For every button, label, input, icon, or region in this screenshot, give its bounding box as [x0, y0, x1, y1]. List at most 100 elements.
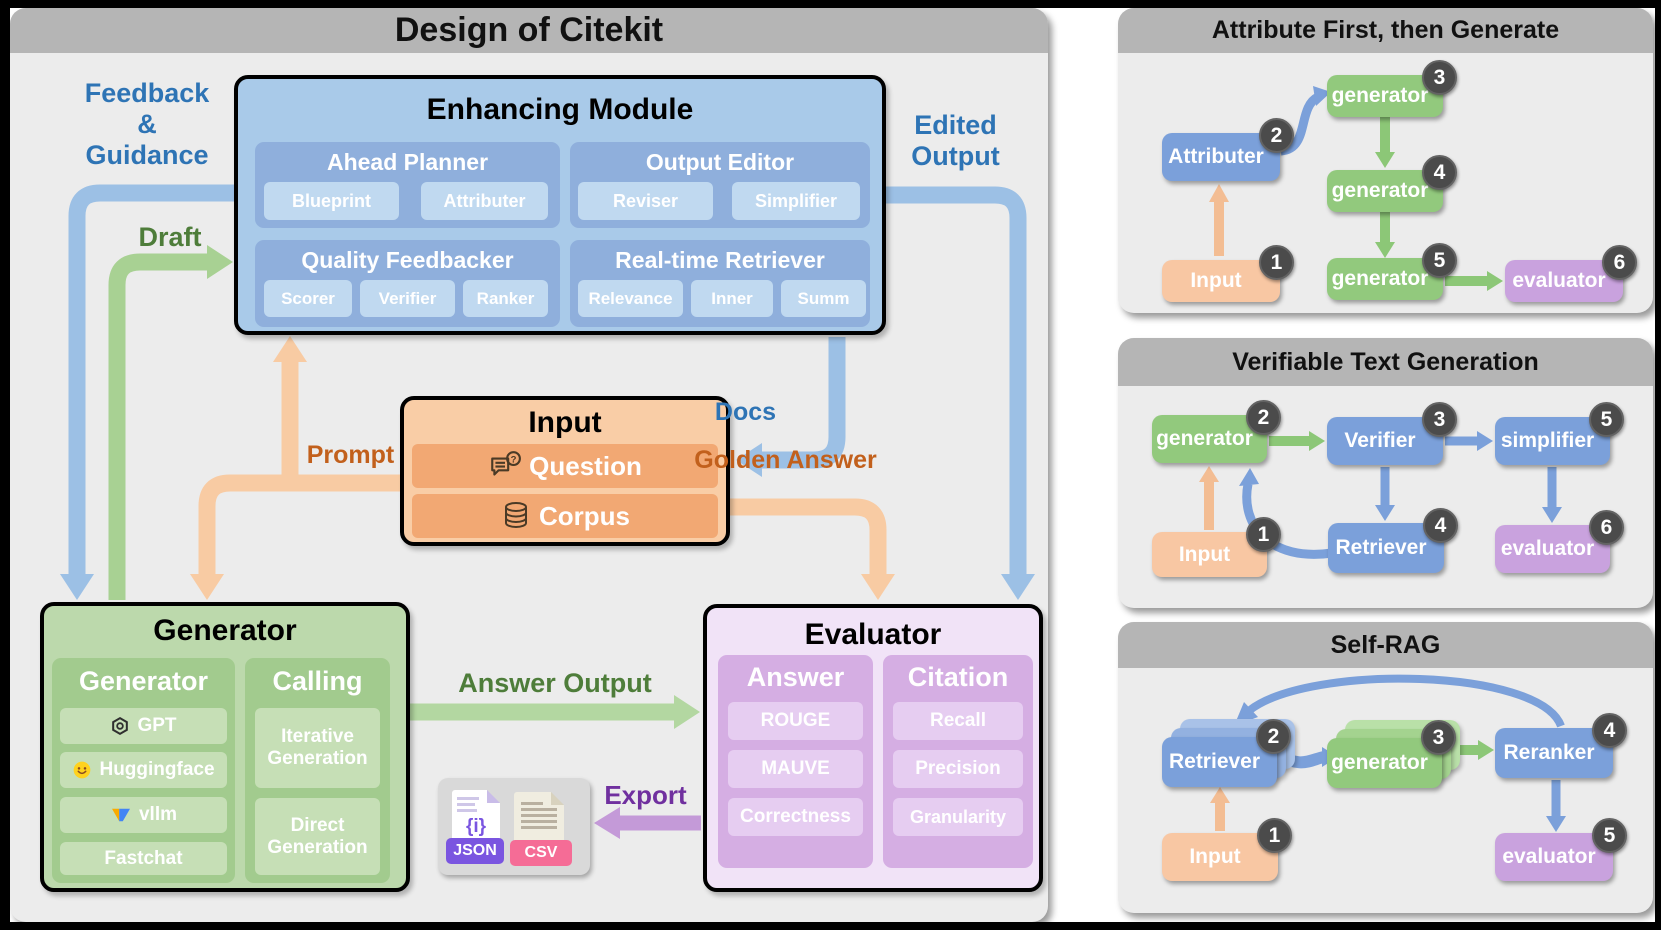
chip-inner: Inner [691, 280, 773, 317]
p2-node-retriever: Retriever 4 [1328, 508, 1458, 573]
golden-answer-label: Golden Answer [694, 446, 877, 474]
p1-node-evaluator: evaluator 6 [1505, 245, 1637, 302]
question-icon: ? [488, 449, 522, 483]
input-row-corpus: Corpus [412, 494, 718, 538]
csv-label: CSV [510, 840, 572, 866]
item-fastchat-label: Fastchat [104, 847, 183, 869]
p2-node-generator: generator 2 [1152, 400, 1281, 463]
item-direct-generation: Direct Generation [255, 798, 380, 875]
export-files-card: {i} JSON CSV [438, 778, 590, 875]
p3-badge-3: 3 [1421, 720, 1456, 755]
answer-output-label: Answer Output [458, 668, 652, 698]
p3-node-retriever: Retriever 2 [1162, 719, 1291, 787]
item-gpt: GPT [60, 708, 227, 744]
docs-label: Docs [714, 398, 777, 426]
svg-text:?: ? [511, 454, 517, 465]
p1-badge-5: 5 [1422, 243, 1457, 278]
pipeline1-header: Attribute First, then Generate [1118, 8, 1653, 53]
frame-right [1655, 0, 1661, 930]
p3-badge-2: 2 [1256, 719, 1291, 754]
generator-title: Generator [153, 614, 297, 647]
edited-output-label: Edited Output [911, 110, 1000, 172]
input-row-question-label: Question [529, 450, 642, 481]
p2-badge-4: 4 [1423, 508, 1458, 543]
p2-badge-6: 6 [1589, 510, 1624, 545]
chip-blueprint: Blueprint [264, 182, 399, 220]
p3-node-input: Input 1 [1162, 818, 1292, 881]
quality-feedbacker-title: Quality Feedbacker [301, 247, 514, 273]
p3-node-generator: generator 3 [1327, 720, 1456, 788]
prompt-label: Prompt [306, 441, 395, 469]
ahead-planner-title: Ahead Planner [326, 149, 489, 175]
citation-metrics-title: Citation [907, 662, 1009, 692]
p2-node-input: Input 1 [1152, 517, 1281, 577]
chip-simplifier: Simplifier [732, 182, 860, 220]
p1-node-input: Input 1 [1162, 245, 1294, 302]
evaluator-title: Evaluator [804, 618, 942, 651]
p1-node-attributer: Attributer 2 [1162, 118, 1294, 181]
export-label: Export [604, 780, 687, 810]
huggingface-icon [72, 760, 92, 780]
input-row-question: ? Question [412, 444, 718, 488]
p1-node-generator-3: generator 3 [1327, 60, 1457, 117]
p3-node-reranker: Reranker 4 [1495, 713, 1627, 778]
p1-badge-4: 4 [1422, 155, 1457, 190]
json-glyph: {i} [465, 816, 487, 837]
enhancing-module-title: Enhancing Module [426, 93, 694, 126]
p2-badge-5: 5 [1589, 402, 1624, 437]
frame-top [0, 0, 1661, 8]
p2-badge-2: 2 [1246, 400, 1281, 435]
pipeline2-title: Verifiable Text Generation [1232, 347, 1539, 376]
item-vllm-label: vllm [138, 804, 178, 825]
item-vllm: vllm [60, 797, 227, 833]
item-huggingface: Huggingface [60, 752, 227, 788]
p1-badge-3: 3 [1422, 60, 1457, 95]
feedback-guidance-label: Feedback & Guidance [84, 78, 210, 171]
p1-node-generator-4: generator 4 [1327, 155, 1457, 212]
draft-label: Draft [138, 222, 202, 252]
chip-verifier: Verifier [360, 280, 455, 317]
pipeline3-header: Self-RAG [1118, 622, 1653, 668]
database-icon [500, 500, 532, 532]
item-huggingface-label: Huggingface [99, 759, 215, 780]
chip-granularity: Granularity [893, 798, 1023, 836]
input-title: Input [528, 406, 602, 439]
answer-metrics-title: Answer [746, 662, 845, 692]
frame-left [0, 0, 10, 930]
p3-badge-1: 1 [1257, 818, 1292, 853]
p2-badge-1: 1 [1246, 517, 1281, 552]
pipeline1-title: Attribute First, then Generate [1211, 16, 1560, 44]
p1-badge-1: 1 [1259, 245, 1294, 280]
p3-badge-5: 5 [1592, 818, 1627, 853]
pipeline2-header: Verifiable Text Generation [1118, 338, 1653, 386]
p1-node-generator-5: generator 5 [1327, 243, 1457, 300]
json-label: JSON [446, 838, 504, 864]
chip-correctness: Correctness [728, 798, 863, 836]
realtime-retriever-title: Real-time Retriever [615, 247, 825, 273]
p2-node-simplifier: simplifier 5 [1495, 402, 1624, 465]
frame-bottom [0, 922, 1661, 930]
item-iterative-generation: Iterative Generation [255, 708, 380, 788]
p3-node-evaluator: evaluator 5 [1495, 818, 1627, 881]
chip-reviser: Reviser [578, 182, 713, 220]
main-panel-header: Design of Citekit [10, 8, 1048, 53]
pipeline3-title: Self-RAG [1330, 630, 1441, 659]
chip-attributer: Attributer [421, 182, 548, 220]
p2-badge-3: 3 [1422, 402, 1457, 437]
p1-badge-6: 6 [1602, 245, 1637, 280]
chip-summ: Summ [781, 280, 866, 317]
chip-relevance: Relevance [578, 280, 683, 317]
chip-precision: Precision [893, 750, 1023, 788]
item-gpt-label: GPT [137, 715, 177, 736]
input-row-corpus-label: Corpus [539, 500, 630, 531]
vllm-icon [110, 806, 132, 824]
openai-icon [110, 716, 130, 736]
p2-node-verifier: Verifier 3 [1327, 402, 1457, 465]
p3-badge-4: 4 [1592, 713, 1627, 748]
chip-scorer: Scorer [264, 280, 352, 317]
p1-badge-2: 2 [1259, 118, 1294, 153]
p2-node-evaluator: evaluator 6 [1495, 510, 1624, 573]
chip-rouge: ROUGE [728, 702, 863, 740]
calling-title: Calling [272, 666, 363, 696]
